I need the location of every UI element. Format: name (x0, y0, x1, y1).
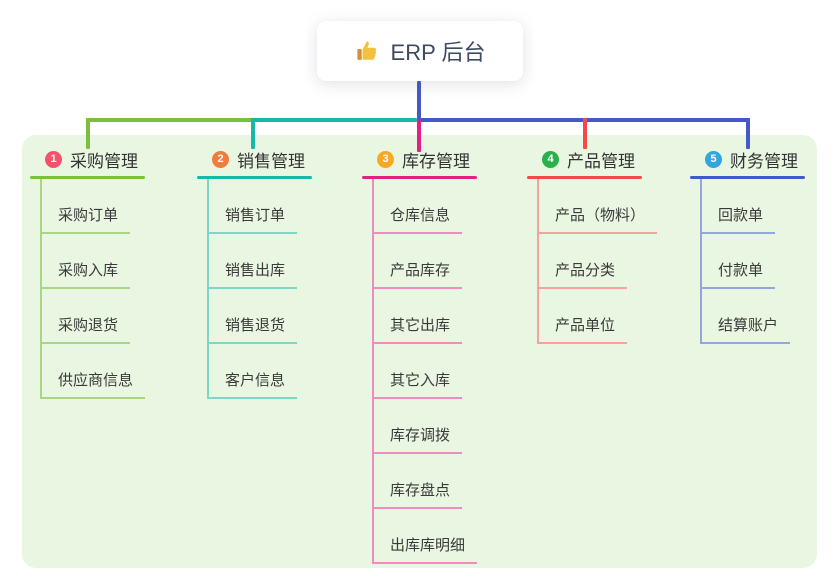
mindmap-board (22, 135, 817, 568)
branch-title-label: 财务管理 (730, 151, 798, 171)
thumbs-up-icon (355, 38, 381, 64)
child-node[interactable]: 采购订单 (42, 179, 190, 234)
child-node[interactable]: 供应商信息 (42, 344, 190, 399)
branch-title-label: 库存管理 (402, 151, 470, 171)
branch-title-finance[interactable]: 5 财务管理 (705, 147, 839, 171)
connector-horizontal-green (86, 118, 253, 122)
child-node-label: 库存盘点 (374, 479, 463, 509)
branch-underline (197, 176, 312, 179)
child-node-label: 付款单 (702, 259, 776, 289)
child-node-label: 销售订单 (209, 204, 298, 234)
child-node[interactable]: 销售退货 (209, 289, 357, 344)
branch-sales: 2 销售管理销售订单销售出库销售退货客户信息 (197, 147, 357, 399)
connector-horizontal-teal (253, 118, 417, 122)
child-node[interactable]: 采购退货 (42, 289, 190, 344)
child-node[interactable]: 出库库明细 (374, 509, 522, 564)
child-node-label: 采购订单 (42, 204, 131, 234)
connector-drop-sales (251, 118, 255, 149)
branch-product: 4 产品管理产品（物料） 产品分类产品单位 (527, 147, 687, 344)
child-node[interactable]: 产品（物料） (539, 179, 687, 234)
branch-title-sales[interactable]: 2 销售管理 (212, 147, 357, 171)
branch-title-label: 产品管理 (567, 151, 635, 171)
branch-title-product[interactable]: 4 产品管理 (542, 147, 687, 171)
connector-drop-purchase (86, 118, 90, 149)
branch-underline (362, 176, 477, 179)
branch-index-badge: 3 (377, 150, 394, 168)
child-node[interactable]: 库存盘点 (374, 454, 522, 509)
child-node[interactable]: 其它出库 (374, 289, 522, 344)
child-node-label: 产品（物料） (539, 204, 658, 234)
child-node[interactable]: 产品库存 (374, 234, 522, 289)
child-node[interactable]: 其它入库 (374, 344, 522, 399)
child-node[interactable]: 销售订单 (209, 179, 357, 234)
child-node-label: 库存调拨 (374, 424, 463, 454)
child-node-label: 仓库信息 (374, 204, 463, 234)
child-node[interactable]: 客户信息 (209, 344, 357, 399)
child-node[interactable]: 付款单 (702, 234, 839, 289)
child-node-label: 其它入库 (374, 369, 463, 399)
branch-children: 产品（物料） 产品分类产品单位 (537, 179, 687, 344)
child-node-label: 产品单位 (539, 314, 628, 344)
branch-children: 采购订单采购入库采购退货供应商信息 (40, 179, 190, 399)
child-node[interactable]: 仓库信息 (374, 179, 522, 234)
branch-children: 仓库信息产品库存其它出库其它入库库存调拨库存盘点出库库明细 (372, 179, 522, 564)
child-node-label: 结算账户 (702, 314, 791, 344)
child-node-label: 产品分类 (539, 259, 628, 289)
child-node[interactable]: 结算账户 (702, 289, 839, 344)
child-node[interactable]: 回款单 (702, 179, 839, 234)
branch-finance: 5 财务管理回款单付款单结算账户 (690, 147, 839, 344)
branch-children: 销售订单销售出库销售退货客户信息 (207, 179, 357, 399)
child-node-label: 产品库存 (374, 259, 463, 289)
branch-purchase: 1 采购管理采购订单采购入库采购退货供应商信息 (30, 147, 190, 399)
branch-index-badge: 2 (212, 150, 229, 168)
branch-index-badge: 1 (45, 150, 62, 168)
branch-underline (690, 176, 805, 179)
branch-inventory: 3 库存管理仓库信息产品库存其它出库其它入库库存调拨库存盘点出库库明细 (362, 147, 522, 564)
branch-underline (30, 176, 145, 179)
child-node-label: 客户信息 (209, 369, 298, 399)
child-node-label: 采购退货 (42, 314, 131, 344)
branch-index-badge: 5 (705, 150, 722, 168)
branch-title-inventory[interactable]: 3 库存管理 (377, 147, 522, 171)
child-node[interactable]: 采购入库 (42, 234, 190, 289)
child-node[interactable]: 销售出库 (209, 234, 357, 289)
child-node-label: 出库库明细 (374, 534, 478, 564)
branch-underline (527, 176, 642, 179)
connector-drop-product (583, 118, 587, 149)
branch-title-label: 采购管理 (70, 151, 138, 171)
child-node-label: 回款单 (702, 204, 776, 234)
branch-title-purchase[interactable]: 1 采购管理 (45, 147, 190, 171)
connector-root-stem (417, 81, 421, 120)
child-node[interactable]: 库存调拨 (374, 399, 522, 454)
child-node[interactable]: 产品单位 (539, 289, 687, 344)
branch-index-badge: 4 (542, 150, 559, 168)
branch-title-label: 销售管理 (237, 151, 305, 171)
child-node[interactable]: 产品分类 (539, 234, 687, 289)
root-label: ERP 后台 (390, 40, 486, 65)
root-node[interactable]: ERP 后台 (317, 21, 523, 81)
child-node-label: 供应商信息 (42, 369, 146, 399)
connector-drop-finance (746, 118, 750, 149)
connector-drop-inventory (417, 120, 421, 152)
child-node-label: 销售退货 (209, 314, 298, 344)
branch-children: 回款单付款单结算账户 (700, 179, 839, 344)
child-node-label: 销售出库 (209, 259, 298, 289)
child-node-label: 采购入库 (42, 259, 131, 289)
child-node-label: 其它出库 (374, 314, 463, 344)
